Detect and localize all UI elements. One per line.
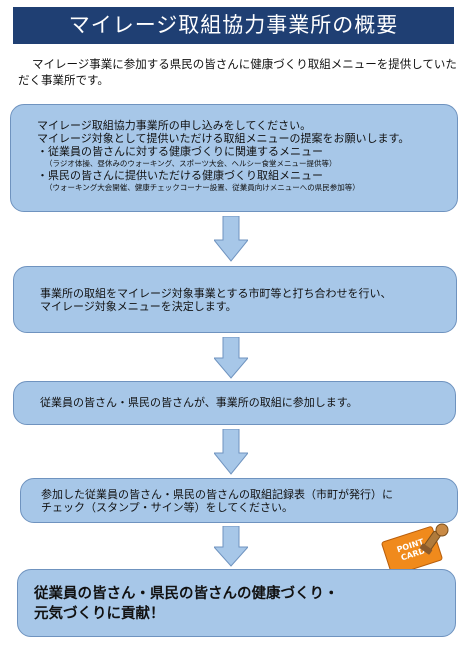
step-5-box: 従業員の皆さん・県民の皆さんの健康づくり・ 元気づくりに貢献！ xyxy=(17,569,456,637)
step-2-box: 事業所の取組をマイレージ対象事業とする市町等と打ち合わせを行い、 マイレージ対象… xyxy=(13,266,457,333)
step-2-line-2: マイレージ対象メニューを決定します。 xyxy=(40,300,237,313)
step-4-line-2: チェック（スタンプ・サイン等）をしてください。 xyxy=(41,501,294,514)
down-arrow-icon xyxy=(214,337,248,379)
step-4-box: 参加した従業員の皆さん・県民の皆さんの取組記録表（市町が発行）に チェック（スタ… xyxy=(20,478,458,523)
stamp-icon xyxy=(419,523,449,555)
step-3-box: 従業員の皆さん・県民の皆さんが、事業所の取組に参加します。 xyxy=(13,381,456,425)
down-arrow-icon xyxy=(214,429,248,475)
step-5-line-1: 従業員の皆さん・県民の皆さんの健康づくり・ xyxy=(34,586,339,602)
intro-text: マイレージ事業に参加する県民の皆さんに健康づくり取組メニューを提供していただく事… xyxy=(18,57,457,87)
down-arrow-icon xyxy=(214,216,248,262)
step-2-line-1: 事業所の取組をマイレージ対象事業とする市町等と打ち合わせを行い、 xyxy=(40,287,392,300)
down-arrow-icon xyxy=(214,526,248,567)
step-1-item-1: ・従業員の皆さんに対する健康づくりに関連するメニュー xyxy=(37,145,323,158)
step-1-box: マイレージ取組協力事業所の申し込みをしてください。 マイレージ対象として提供いた… xyxy=(10,104,458,212)
step-1-line-1: マイレージ取組協力事業所の申し込みをしてください。 xyxy=(37,119,312,132)
step-1-item-1-note: （ラジオ体操、昼休みのウォーキング、スポーツ大会、ヘルシー食堂メニュー提供等） xyxy=(45,159,337,168)
step-1-line-2: マイレージ対象として提供いただける取組メニューの提案をお願いします。 xyxy=(37,132,410,145)
step-1-item-2-note: （ウォーキング大会開催、健康チェックコーナー設置、従業員向けメニューへの県民参加… xyxy=(45,183,360,192)
step-4-line-1: 参加した従業員の皆さん・県民の皆さんの取組記録表（市町が発行）に xyxy=(41,488,393,501)
page-title: マイレージ取組協力事業所の概要 xyxy=(13,7,454,44)
step-3-line-1: 従業員の皆さん・県民の皆さんが、事業所の取組に参加します。 xyxy=(40,396,358,409)
step-1-item-2: ・県民の皆さんに提供いただける健康づくり取組メニュー xyxy=(37,169,323,182)
step-5-line-2: 元気づくりに貢献！ xyxy=(34,606,165,622)
